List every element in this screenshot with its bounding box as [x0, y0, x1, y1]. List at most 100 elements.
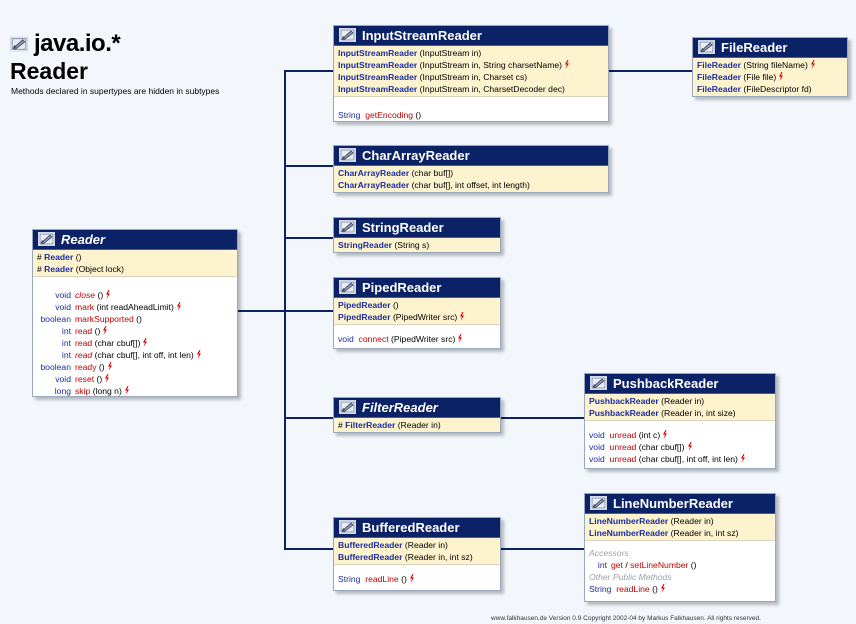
return-type: int	[61, 326, 71, 336]
class-name: InputStreamReader	[362, 28, 482, 43]
constructor-name: FilterReader	[345, 420, 396, 430]
connector-chararrayreader	[284, 165, 334, 167]
method-name: read	[75, 350, 93, 360]
class-icon	[698, 40, 715, 54]
constructor-name: PipedReader	[338, 300, 391, 310]
method-row: String getEncoding ()	[334, 109, 608, 121]
return-type: String	[589, 584, 612, 594]
method-params: (long n)	[92, 386, 122, 396]
class-name: Reader	[61, 232, 106, 247]
class-box-chararrayreader: CharArrayReader CharArrayReader (char bu…	[333, 145, 609, 193]
constructor-name: FileReader	[697, 84, 741, 94]
class-icon	[339, 220, 356, 234]
constructor-row: # FilterReader (Reader in)	[338, 420, 441, 430]
throws-icon	[740, 454, 746, 463]
method-row: void unread (char cbuf[])	[585, 441, 775, 453]
constructor-row: # Reader ()	[37, 252, 82, 262]
class-header: StringReader	[334, 218, 500, 238]
throws-icon	[662, 430, 668, 439]
method-params: ()	[401, 574, 407, 584]
method-list: String readLine ()	[334, 565, 500, 587]
constructor-name: PushbackReader	[589, 396, 659, 406]
constructor-params: (InputStream in, CharsetDecoder dec)	[419, 84, 565, 94]
constructor-list: # FilterReader (Reader in)	[334, 418, 500, 432]
connector-bufferedreader	[284, 548, 334, 550]
throws-icon	[105, 290, 111, 299]
section-label-accessors: Accessors	[589, 548, 629, 558]
constructor-list: CharArrayReader (char buf[]) CharArrayRe…	[334, 166, 608, 192]
method-name: markSupported	[75, 314, 134, 324]
class-box-bufferedreader: BufferedReader BufferedReader (Reader in…	[333, 517, 501, 591]
throws-icon	[778, 72, 784, 81]
connector-buffered-linenumber	[499, 548, 585, 550]
constructor-params: (Reader in, int size)	[661, 408, 736, 418]
return-type: void	[338, 334, 354, 344]
class-header: FileReader	[693, 38, 847, 58]
section-label-other-methods: Other Public Methods	[589, 572, 672, 582]
connector-reader	[236, 310, 285, 312]
method-row: void close ()	[33, 289, 237, 301]
constructor-row: BufferedReader (Reader in, int sz)	[334, 551, 500, 563]
accessor-separator: /	[625, 560, 628, 570]
method-name: reset	[75, 374, 95, 384]
method-row: String readLine ()	[334, 573, 500, 585]
connector-inputstreamreader	[284, 70, 334, 72]
constructor-params: (FileDescriptor fd)	[743, 84, 812, 94]
class-icon	[339, 520, 356, 534]
constructor-row: CharArrayReader (char buf[], int offset,…	[334, 179, 608, 191]
constructor-row: BufferedReader (Reader in)	[334, 539, 500, 551]
class-header: LineNumberReader	[585, 494, 775, 514]
connector-filereader	[607, 70, 693, 72]
return-type: boolean	[40, 362, 71, 372]
class-box-stringreader: StringReader StringReader (String s)	[333, 217, 501, 253]
class-box-linenumberreader: LineNumberReader LineNumberReader (Reade…	[584, 493, 776, 602]
method-params: (int c)	[638, 430, 661, 440]
constructor-row: CharArrayReader (char buf[])	[334, 167, 608, 179]
throws-icon	[176, 302, 182, 311]
method-params: ()	[690, 560, 697, 570]
method-params: ()	[97, 290, 104, 300]
class-icon	[38, 232, 55, 246]
method-name: close	[75, 290, 96, 300]
return-type: void	[55, 302, 71, 312]
constructor-params: ()	[392, 300, 399, 310]
class-header: InputStreamReader	[334, 26, 608, 46]
constructor-params: (Reader in)	[404, 540, 448, 550]
return-type: int	[61, 338, 71, 348]
class-icon	[339, 280, 356, 294]
method-list: void connect (PipedWriter src)	[334, 325, 500, 347]
return-type: void	[55, 374, 71, 384]
constructor-name: BufferedReader	[338, 540, 403, 550]
method-list: String getEncoding ()	[334, 97, 608, 123]
throws-icon	[124, 386, 130, 395]
return-type: void	[55, 290, 71, 300]
throws-icon	[104, 374, 110, 383]
copyright-footer: www.falkhausen.de Version 0.9 Copyright …	[491, 615, 761, 622]
method-name: unread	[609, 442, 637, 452]
constructor-list: InputStreamReader (InputStream in) Input…	[334, 46, 608, 97]
constructor-row: PushbackReader (Reader in)	[585, 395, 775, 407]
constructor-name: CharArrayReader	[338, 180, 410, 190]
method-params: (char cbuf[])	[638, 442, 685, 452]
connector-filterreader	[284, 417, 334, 419]
constructor-name: CharArrayReader	[338, 168, 410, 178]
constructor-params: ()	[75, 252, 82, 262]
return-type: void	[589, 454, 605, 464]
throws-icon	[660, 584, 666, 593]
throws-icon	[142, 338, 148, 347]
class-name: FilterReader	[362, 400, 438, 415]
constructor-row: # Reader (Object lock)	[37, 264, 124, 274]
class-name: StringReader	[362, 220, 444, 235]
constructor-name: InputStreamReader	[338, 72, 418, 82]
constructor-list: LineNumberReader (Reader in) LineNumberR…	[585, 514, 775, 541]
class-icon	[339, 400, 356, 414]
class-header: CharArrayReader	[334, 146, 608, 166]
class-header: PipedReader	[334, 278, 500, 298]
constructor-row: FileReader (FileDescriptor fd)	[693, 83, 847, 95]
constructor-row: InputStreamReader (InputStream in, Strin…	[334, 59, 608, 71]
